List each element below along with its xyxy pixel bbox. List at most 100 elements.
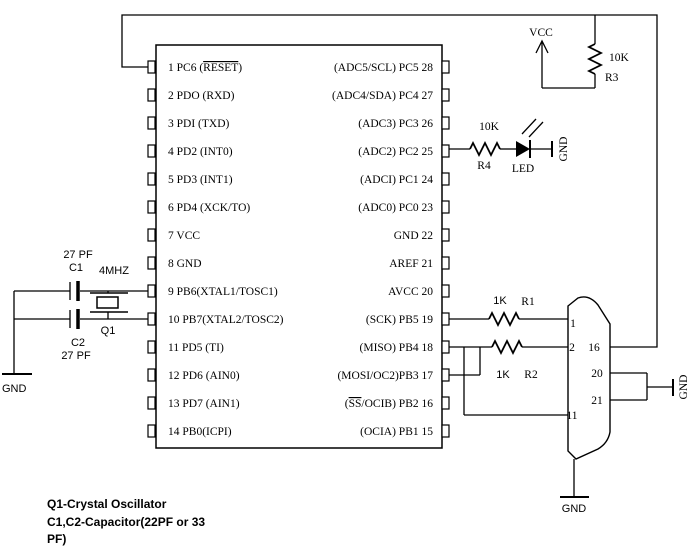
pin-label-5: 5 PD3 (INT1) [168, 174, 233, 186]
resistor-r2-icon [491, 338, 523, 356]
r3-pullup: 10K R3 VCC [529, 27, 629, 84]
wires [2, 14, 674, 498]
pin-stub-24 [441, 172, 450, 186]
pin-label-1: 1 PC6 (RESET) [168, 62, 242, 74]
pin-stub-15 [441, 424, 450, 438]
r4-value: 10K [479, 121, 500, 133]
pin-stub-17 [441, 368, 450, 382]
pin-stub-14 [147, 424, 156, 438]
pin-label-27: (ADC4/SDA) PC4 27 [332, 90, 433, 102]
pin-label-24: (ADCI) PC1 24 [360, 174, 433, 186]
c2-name: C2 [71, 337, 85, 349]
pin-label-8: 8 GND [168, 258, 202, 270]
pin-label-23: (ADC0) PC0 23 [358, 202, 433, 214]
c1-name: C1 [69, 262, 83, 274]
note-line-3: PF) [47, 532, 66, 546]
r1-value: 1K [493, 295, 507, 307]
r2-name: R2 [524, 369, 538, 381]
resistor-r1-icon [488, 310, 520, 328]
connector-pin2: 2 [569, 342, 575, 354]
pin-stub-1 [147, 60, 156, 74]
pin-label-12: 12 PD6 (AIN0) [168, 370, 240, 382]
pin-label-16: (SS/OCIB) PB2 16 [345, 398, 433, 410]
resistor-r4-icon [469, 140, 501, 158]
pin-label-21: AREF 21 [389, 258, 433, 270]
pin-label-17: (MOSI/OC2)PB3 17 [337, 370, 433, 382]
pin-stub-6 [147, 200, 156, 214]
crystal-body-icon [96, 296, 119, 309]
connector-pin11: 11 [566, 410, 577, 422]
r1-name: R1 [521, 296, 535, 308]
note-line-2: C1,C2-Capacitor(22PF or 33 [47, 515, 205, 529]
pin-label-4: 4 PD2 (INT0) [168, 146, 233, 158]
connector-outline [567, 296, 611, 460]
pin-stub-11 [147, 340, 156, 354]
c1-value: 27 PF [63, 249, 93, 261]
note-line-1: Q1-Crystal Oscillator [47, 497, 167, 511]
pin-stub-3 [147, 116, 156, 130]
pin-label-20: AVCC 20 [388, 286, 433, 298]
pin-label-10: 10 PB7(XTAL2/TOSC2) [168, 314, 284, 326]
pin-stub-21 [441, 256, 450, 270]
pin-stub-10 [147, 312, 156, 326]
pin-label-28: (ADC5/SCL) PC5 28 [334, 62, 433, 74]
connector-pin21: 21 [591, 395, 603, 407]
vcc-label: VCC [529, 27, 553, 39]
pin-stub-8 [147, 256, 156, 270]
r3-name: R3 [605, 72, 619, 84]
connector-gnd-label: GND [562, 503, 587, 515]
connector-pin1: 1 [570, 318, 576, 330]
pin-label-9: 9 PB6(XTAL1/TOSC1) [168, 286, 278, 298]
pin-label-13: 13 PD7 (AIN1) [168, 398, 240, 410]
crystal-circuit: 27 PF C1 4MHZ Q1 C2 27 PF GND [2, 249, 129, 395]
pin-label-11: 11 PD5 (TI) [168, 342, 224, 354]
pin-stub-20 [441, 284, 450, 298]
pin-label-25: (ADC2) PC2 25 [358, 146, 433, 158]
ic-left-pin-labels: 1 PC6 (RESET) 2 PDO (RXD) 3 PDI (TXD) 4 … [168, 62, 284, 438]
pin-stub-9 [147, 284, 156, 298]
connector-pin16: 16 [588, 342, 600, 354]
pin-stub-5 [147, 172, 156, 186]
pin-stub-25 [441, 144, 450, 158]
pin-label-3: 3 PDI (TXD) [168, 118, 229, 130]
pin-stub-13 [147, 396, 156, 410]
pin-stub-26 [441, 116, 450, 130]
pin-label-14: 14 PB0(ICPI) [168, 426, 232, 438]
led-label: LED [512, 163, 534, 175]
ic-pin-stubs [147, 60, 450, 438]
pin-stub-4 [147, 144, 156, 158]
pin-stub-19 [441, 312, 450, 326]
microcontroller-body [155, 44, 443, 449]
notes-block: Q1-Crystal Oscillator C1,C2-Capacitor(22… [47, 497, 205, 546]
r3-value: 10K [609, 52, 630, 64]
pin-label-2: 2 PDO (RXD) [168, 90, 235, 102]
led-diode-icon [516, 141, 530, 157]
pin-label-18: (MISO) PB4 18 [360, 342, 434, 354]
pin-stub-2 [147, 88, 156, 102]
pin-stub-18 [441, 340, 450, 354]
resistor-r3-icon [586, 43, 604, 75]
pin-stub-28 [441, 60, 450, 74]
connector-pin20: 20 [591, 368, 603, 380]
pin-label-6: 6 PD4 (XCK/TO) [168, 202, 250, 214]
pin-label-22: GND 22 [394, 230, 434, 242]
led-gnd-label: GND [558, 137, 570, 162]
led-branch: 10K R4 LED GND [469, 118, 570, 175]
c2-value: 27 PF [61, 350, 91, 362]
crystal-gnd-label: GND [2, 383, 27, 395]
led-ray-2 [528, 121, 544, 138]
pin-label-19: (SCK) PB5 19 [366, 314, 433, 326]
serial-resistors: 1K R1 1K R2 [488, 295, 538, 381]
led-ray-1 [521, 118, 537, 135]
r2-value: 1K [496, 369, 510, 381]
pin-stub-27 [441, 88, 450, 102]
crystal-frequency: 4MHZ [99, 265, 129, 277]
serial-connector: 1 2 16 20 21 11 GND GND [562, 296, 690, 515]
pin-stub-22 [441, 228, 450, 242]
ic-right-pin-labels: (ADC5/SCL) PC5 28 (ADC4/SDA) PC4 27 (ADC… [332, 62, 433, 438]
pin-stub-12 [147, 368, 156, 382]
connector-gnd-right-label: GND [678, 375, 690, 400]
pin-stub-7 [147, 228, 156, 242]
